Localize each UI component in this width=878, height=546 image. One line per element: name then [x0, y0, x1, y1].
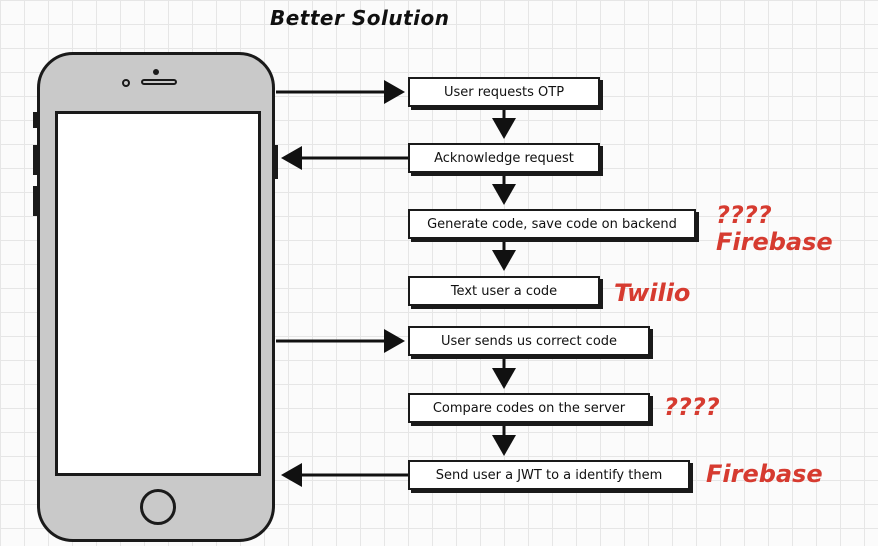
phone-power-button [274, 145, 278, 179]
phone-mute-switch [33, 112, 37, 128]
phone-camera-icon [122, 79, 130, 87]
step-acknowledge-request: Acknowledge request [408, 143, 600, 173]
phone-volume-down [33, 186, 37, 216]
note-generate-firebase: Firebase [716, 228, 833, 256]
step-user-requests-otp: User requests OTP [408, 77, 600, 107]
phone-home-button [140, 489, 176, 525]
phone-illustration [37, 52, 275, 542]
step-send-jwt: Send user a JWT to a identify them [408, 460, 690, 490]
step-generate-save-code: Generate code, save code on backend [408, 209, 696, 239]
step-user-sends-code: User sends us correct code [408, 326, 650, 356]
diagram-title: Better Solution [270, 6, 450, 30]
note-generate-question: ???? [716, 201, 772, 229]
phone-screen [55, 111, 261, 476]
step-compare-codes: Compare codes on the server [408, 393, 650, 423]
note-compare-question: ???? [664, 393, 720, 421]
phone-sensor [153, 69, 159, 75]
note-jwt-firebase: Firebase [706, 460, 823, 488]
phone-speaker [141, 79, 177, 85]
phone-volume-up [33, 145, 37, 175]
note-twilio: Twilio [614, 279, 691, 307]
step-text-user-code: Text user a code [408, 276, 600, 306]
